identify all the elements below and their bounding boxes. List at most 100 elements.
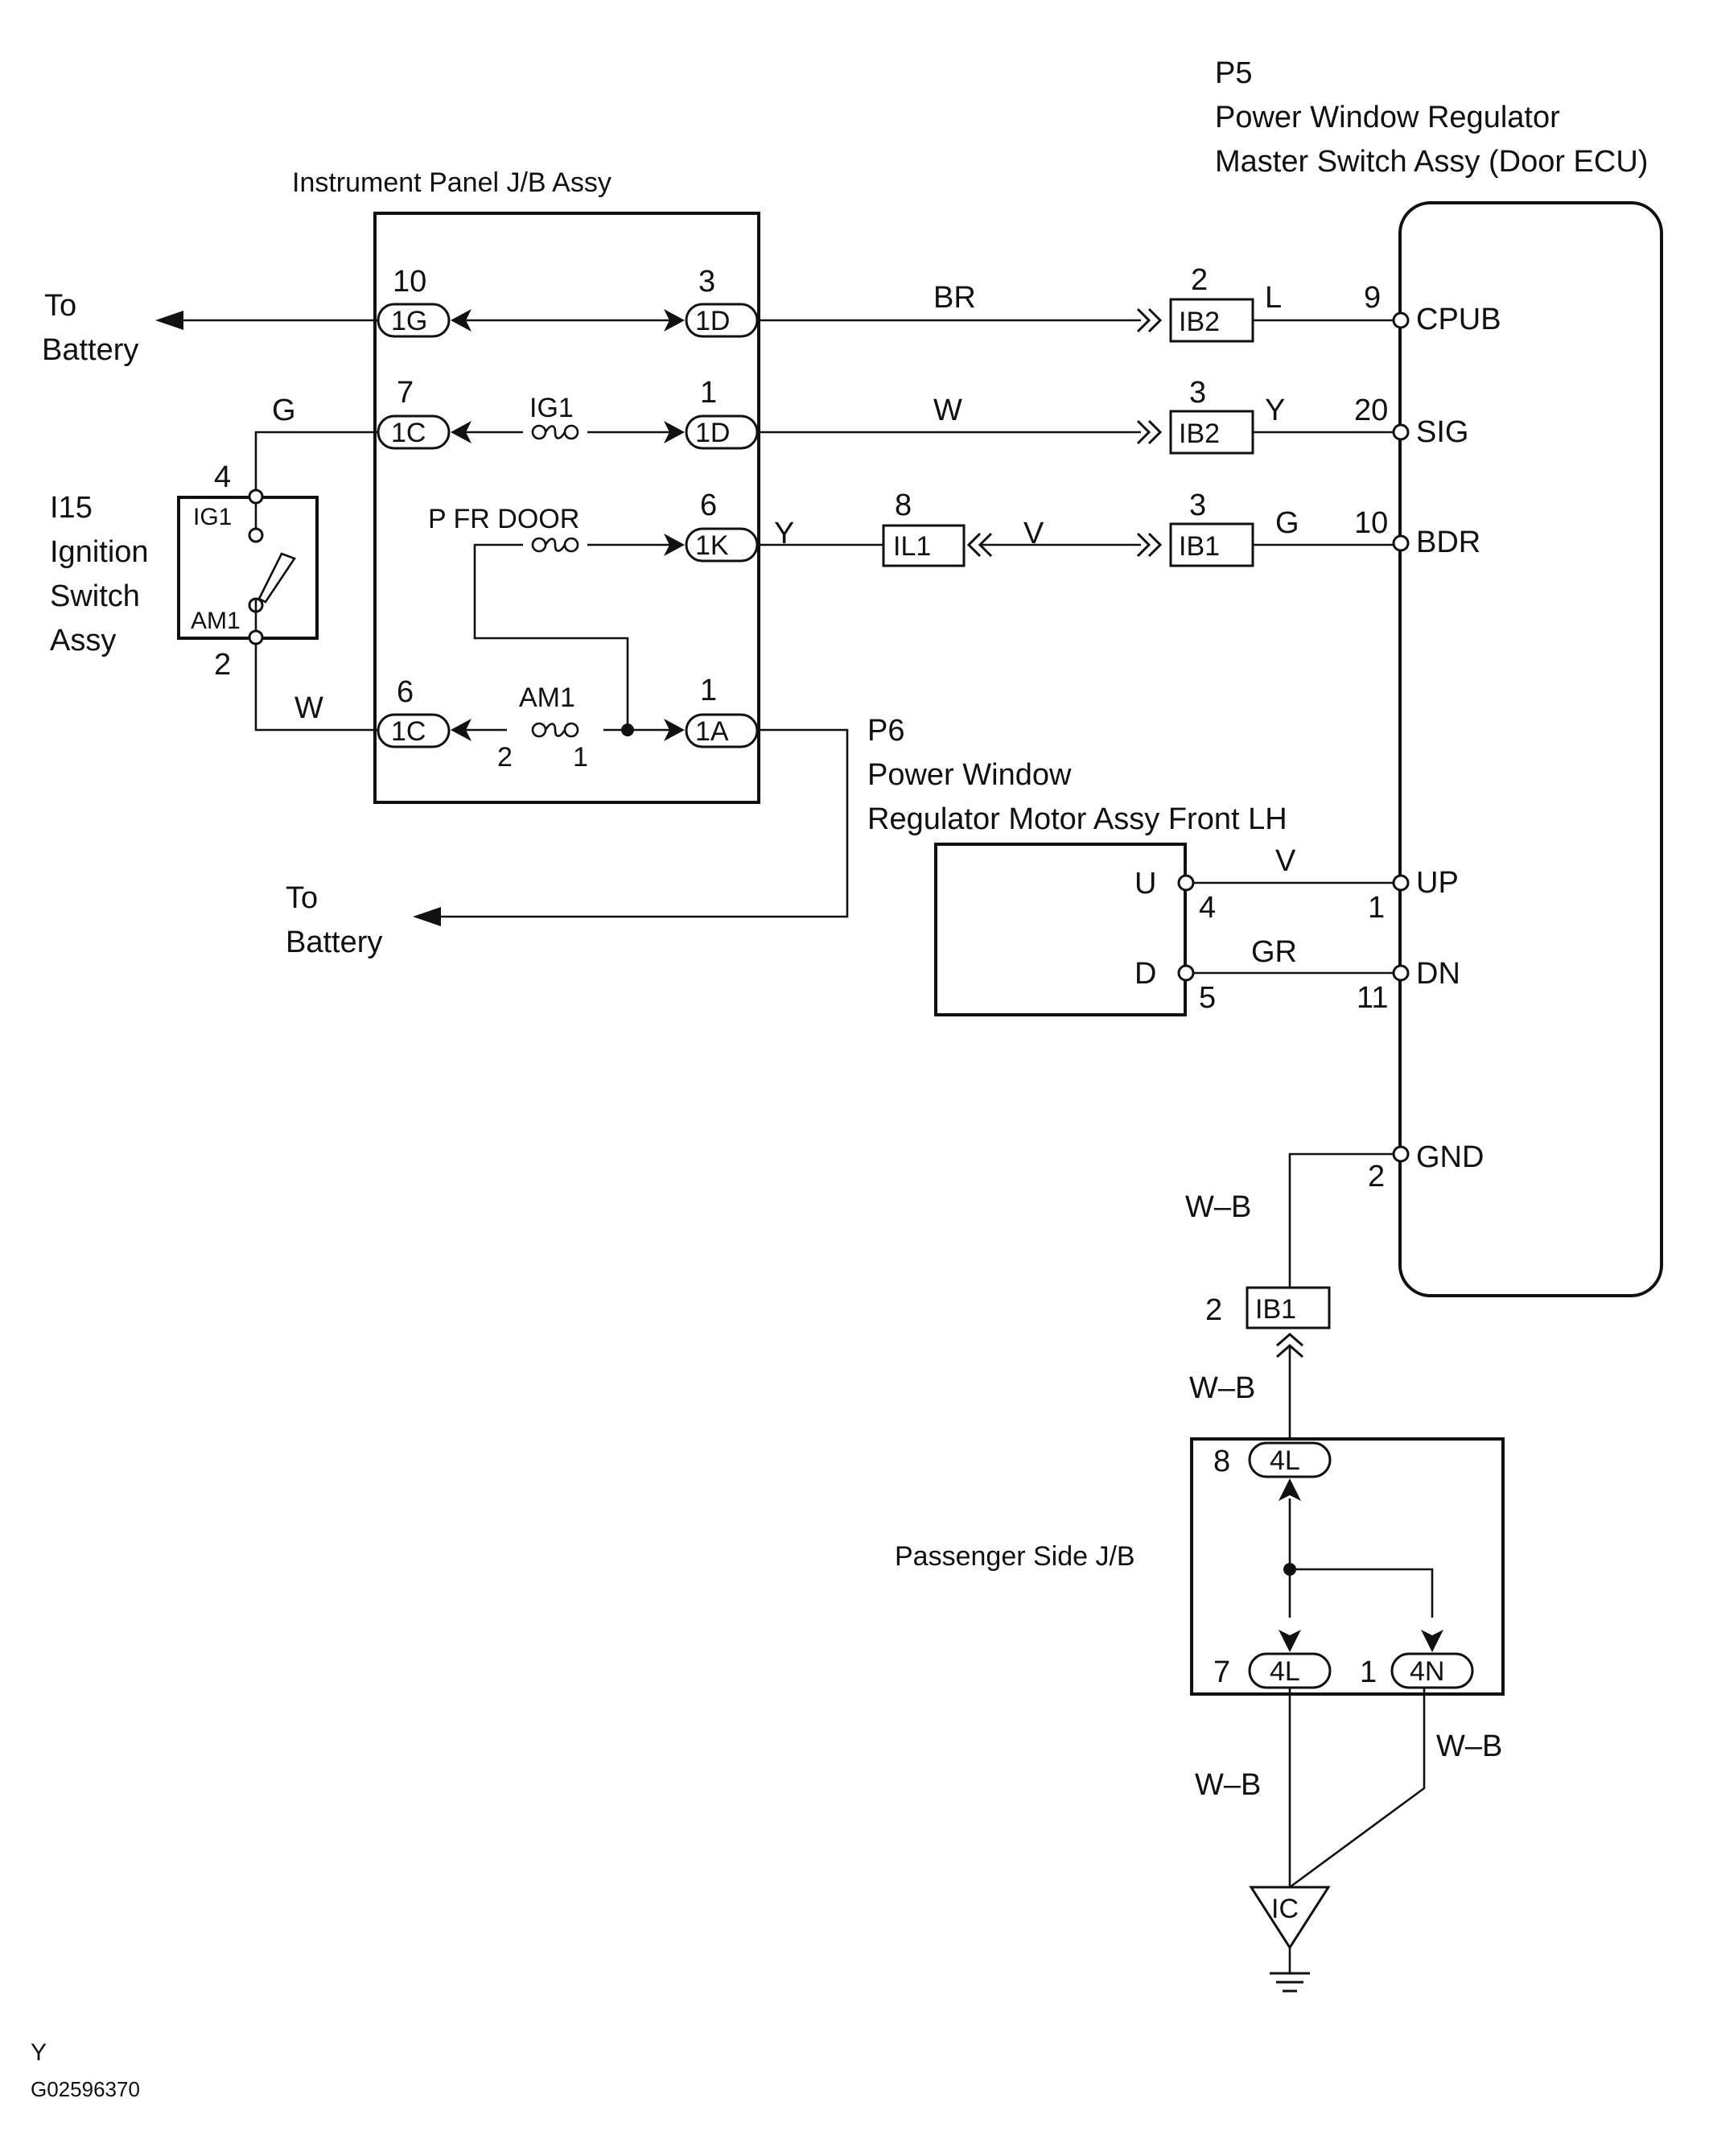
wire-wb-3: W–B [1195, 1768, 1261, 1802]
fuse-am1-pin-1: 1 [573, 742, 588, 773]
connector-ib1-bdr-label: IB1 [1179, 531, 1220, 562]
pin-1-1a: 1 [700, 674, 717, 707]
connector-il1 [882, 524, 966, 567]
wire-v-up: V [1275, 844, 1296, 878]
fuse-am1 [531, 722, 579, 738]
ignition-switch: I15 Ignition Switch Assy IG1 AM1 4 2 G W [50, 394, 378, 732]
ecu-box [1398, 201, 1663, 1297]
to-battery-bottom-battery: Battery [286, 925, 382, 959]
battery-feed-bottom: To Battery [286, 728, 849, 959]
motor-box [934, 843, 1187, 1016]
ecu-pin-1: 1 [1368, 891, 1385, 925]
motor-pin-4: 4 [1199, 891, 1216, 925]
ecu-term-gnd: GND [1416, 1140, 1484, 1174]
ecu-term-sig: SIG [1416, 415, 1468, 449]
to-battery-top-to: To [44, 289, 76, 323]
psjb-label: Passenger Side J/B [895, 1541, 1135, 1572]
ecu-pin-20: 20 [1354, 394, 1388, 427]
pin-1-1d: 1 [700, 376, 717, 410]
connector-1d-1 [685, 414, 759, 450]
to-battery-bottom-to: To [286, 881, 318, 915]
connector-4l-7-label: 4L [1270, 1656, 1300, 1687]
wire-wb-2: W–B [1189, 1371, 1255, 1405]
ecu-ref: P5 [1215, 56, 1252, 90]
connector-il1-label: IL1 [893, 531, 931, 562]
wire-w-sig: W [933, 394, 962, 427]
ignition-pin-am1: AM1 [191, 608, 241, 634]
ecu-pin-11: 11 [1357, 981, 1388, 1015]
ignition-ref: I15 [50, 491, 93, 525]
motor-term-u: U [1134, 867, 1156, 901]
connector-ib2-cpub-label: IB2 [1179, 307, 1220, 337]
connector-1a-label: 1A [695, 716, 729, 747]
ecu-term-dn: DN [1416, 957, 1460, 991]
connector-1c-7-label: 1C [391, 418, 426, 448]
circuit-cpub: IB2 2 BR L [759, 263, 1394, 343]
pin-4l-8: 8 [1213, 1445, 1230, 1478]
pin-7: 7 [397, 376, 414, 410]
ignition-line1: Ignition [50, 535, 149, 569]
wire-v-bdr: V [1023, 517, 1044, 550]
wire-l: L [1265, 281, 1282, 315]
door-ecu: P5 Power Window Regulator Master Switch … [1215, 56, 1663, 1297]
pin-ib1-3: 3 [1189, 489, 1206, 522]
pin-6-1k: 6 [700, 489, 717, 522]
connector-4l-8 [1248, 1441, 1332, 1478]
motor-ref: P6 [867, 714, 904, 748]
fuse-p-fr-door-label: P FR DOOR [428, 504, 579, 534]
connector-ib2-sig-label: IB2 [1179, 418, 1220, 449]
pin-ib2-2: 2 [1191, 263, 1208, 297]
connector-1k [685, 527, 759, 563]
wire-br: BR [933, 281, 976, 315]
pin-ib2-3: 3 [1189, 376, 1206, 410]
ecu-pin-2: 2 [1368, 1160, 1385, 1193]
connector-1d-3-label: 1D [695, 306, 730, 336]
wire-g-ignition: G [272, 394, 296, 427]
connector-1d-1-label: 1D [695, 418, 730, 448]
wire-gr: GR [1251, 935, 1297, 969]
wire-y-bdr: Y [774, 517, 794, 550]
fuse-p-fr-door [531, 537, 579, 553]
footer-code: G02596370 [31, 2077, 140, 2101]
motor-term-d: D [1134, 957, 1156, 991]
connector-4n-label: 4N [1410, 1656, 1444, 1687]
circuit-sig: IB2 3 W Y [759, 376, 1394, 455]
wire-w-ignition: W [294, 691, 323, 725]
motor-line2: Regulator Motor Assy Front LH [867, 802, 1287, 836]
ignition-line2: Switch [50, 579, 140, 613]
ecu-title-line1: Power Window Regulator [1215, 101, 1560, 134]
pin-3: 3 [698, 265, 715, 299]
pin-4l-7: 7 [1213, 1655, 1230, 1689]
connector-1d-3 [685, 303, 759, 338]
pin-il1-8: 8 [895, 489, 912, 522]
wire-y-sig: Y [1265, 394, 1285, 427]
ground-circuit: W–B IB1 2 W–B [1185, 1152, 1394, 1439]
ignition-box [177, 496, 319, 640]
connector-ib1-gnd [1246, 1286, 1331, 1329]
ipjb-box [373, 212, 760, 804]
pin-4n-1: 1 [1360, 1655, 1377, 1689]
ecu-pin-10: 10 [1354, 506, 1388, 540]
ecu-pin-9: 9 [1364, 281, 1381, 315]
ecu-term-bdr: BDR [1416, 526, 1480, 559]
connector-1g-label: 1G [391, 306, 427, 336]
wire-wb-1: W–B [1185, 1190, 1251, 1224]
fuse-am1-label: AM1 [519, 682, 575, 713]
fuse-am1-pin-2: 2 [497, 742, 513, 773]
ipjb-label: Instrument Panel J/B Assy [292, 167, 611, 198]
wire-g-bdr: G [1275, 506, 1299, 540]
window-motor: P6 Power Window Regulator Motor Assy Fro… [867, 714, 1394, 1016]
ignition-pin-2: 2 [214, 648, 231, 682]
pin-6: 6 [397, 675, 414, 709]
connector-4n [1390, 1652, 1474, 1689]
battery-feed-top: To Battery [42, 289, 378, 367]
motor-line1: Power Window [867, 758, 1072, 792]
fuse-ig1-label: IG1 [529, 393, 574, 423]
instrument-panel-jb: Instrument Panel J/B Assy 1G 10 1C 7 1C … [292, 167, 760, 804]
fuse-ig1 [531, 424, 579, 440]
ecu-term-up: UP [1416, 866, 1459, 900]
ground-ic-label: IC [1271, 1894, 1299, 1924]
connector-1c-6-label: 1C [391, 716, 426, 747]
ground-ic-triangle [1249, 1886, 1331, 1950]
